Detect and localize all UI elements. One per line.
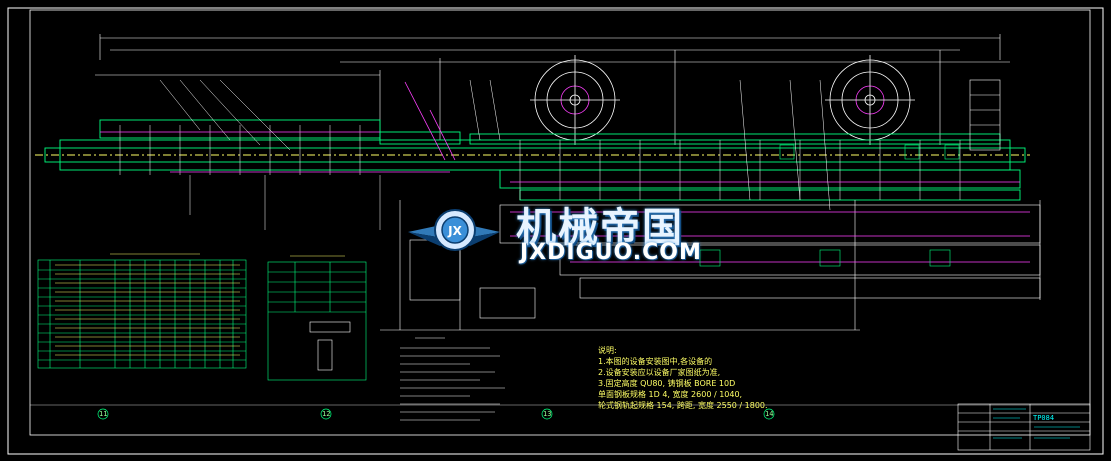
flywheel-right <box>825 55 915 145</box>
watermark-chinese: 机械帝国 <box>516 205 684 251</box>
drawing-outer-border <box>7 7 1104 455</box>
drawing-inner-border <box>29 9 1091 436</box>
zone-label-13: 13 <box>543 410 552 418</box>
title-block <box>957 403 1091 451</box>
notes-right: 说明: 1.本图的设备安装图中,各设备的 2.设备安装应以设备厂家图纸为准, 3… <box>598 345 768 411</box>
title-block-code: TP084 <box>1033 414 1055 422</box>
middle-detail-table <box>267 261 367 381</box>
leader-lines <box>159 79 831 230</box>
watermark-badge-letters: JX <box>447 224 462 238</box>
notes-line: 轮式钢轨起规格 154, 跨距, 宽度 2550 / 1800. <box>598 401 768 410</box>
notes-line: 1.本图的设备安装图中,各设备的 <box>598 357 713 366</box>
main-roller-assembly <box>35 119 1030 201</box>
top-dimension-lines <box>95 34 1010 145</box>
notes-line: 单面钢板规格 1D 4, 宽度 2600 / 1040, <box>598 390 743 399</box>
table-text-strokes <box>55 253 345 356</box>
left-parameter-table <box>37 259 247 369</box>
middle-notes-strokes <box>400 337 505 421</box>
right-title-column <box>969 79 1001 151</box>
zone-label-12: 12 <box>322 410 331 418</box>
watermark-badge: JX <box>408 209 500 251</box>
lower-magenta-rails <box>510 211 1030 263</box>
lower-conveyor-frame <box>380 200 1041 331</box>
zone-label-14: 14 <box>765 410 774 418</box>
magenta-guide-lines <box>100 81 1020 183</box>
notes-title: 说明: <box>598 346 617 355</box>
watermark-english: JXDIGUO.COM <box>520 240 702 265</box>
roller-ticks <box>119 125 961 200</box>
zone-label-11: 11 <box>99 410 108 418</box>
notes-line: 3.固定高度 QU80, 铸钢板 BORE 10D <box>598 379 736 388</box>
notes-line: 2.设备安装应以设备厂家图纸为准, <box>598 368 721 377</box>
zone-markers <box>30 404 1090 420</box>
title-block-text-strokes <box>993 408 1080 439</box>
flywheel-left <box>530 55 620 145</box>
lower-green-parts <box>699 144 960 267</box>
